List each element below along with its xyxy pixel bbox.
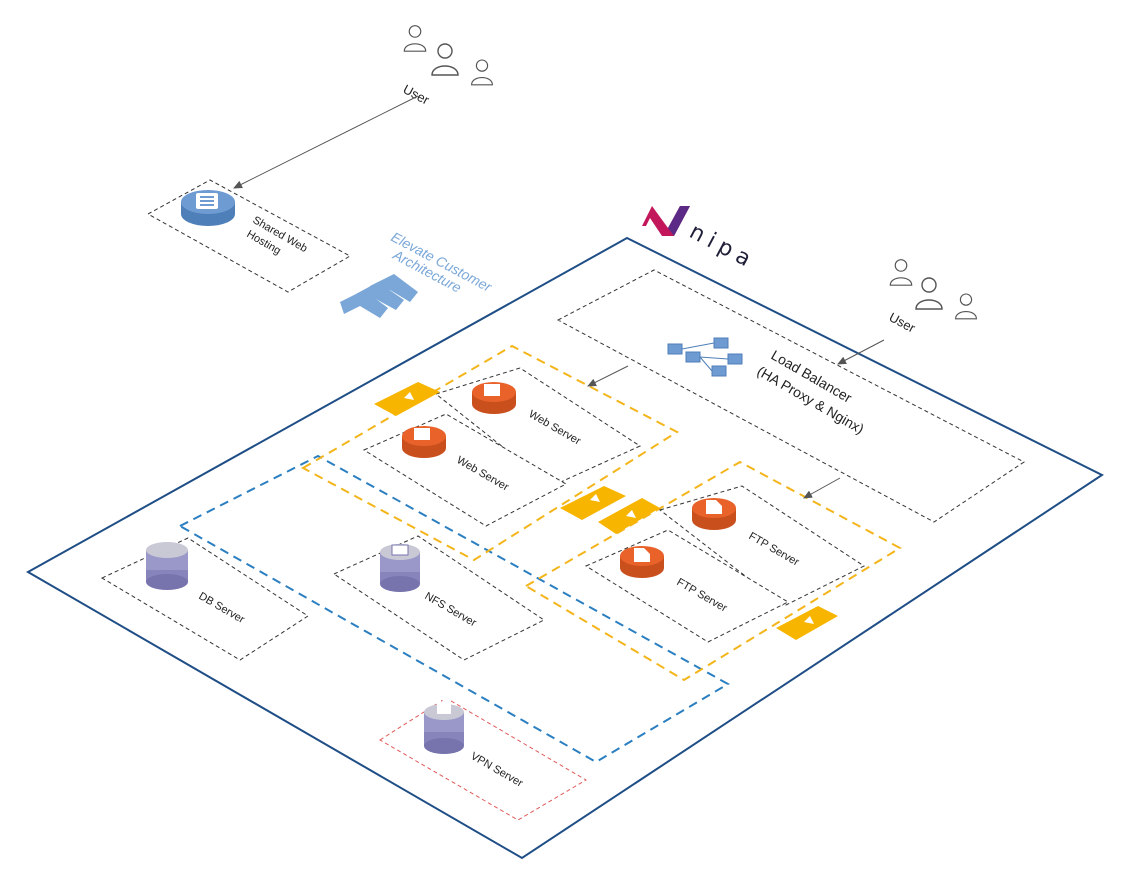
ftp-server-group (524, 460, 903, 682)
load-balancer-box (556, 269, 1025, 523)
brand-text: nipa (685, 219, 760, 275)
platform-frame (25, 236, 1104, 860)
server-stack-icon (181, 190, 235, 226)
chevron-arrows-icon (340, 274, 418, 318)
network-icon (667, 337, 743, 377)
ftp-server-icon-2 (620, 546, 664, 578)
lock-database-icon (424, 696, 464, 754)
nipa-logo (642, 206, 690, 236)
users-icon-top (403, 25, 493, 86)
web-server-group (300, 344, 680, 562)
user-to-shared-arrow (233, 95, 419, 189)
user-label-right: User (887, 309, 919, 335)
user-label-top: User (401, 81, 433, 107)
ftp-server-icon-1 (692, 498, 736, 530)
user-to-lb-arrow (837, 339, 885, 365)
lb-to-ftp-arrow (803, 477, 841, 499)
web-server-icon-1 (472, 382, 516, 414)
web-server-icon-2 (402, 426, 446, 458)
nfs-icon (380, 544, 420, 592)
users-icon-right (889, 259, 977, 320)
blue-network-group (177, 454, 731, 764)
database-icon (146, 542, 188, 590)
lb-to-web-arrow (587, 365, 629, 387)
